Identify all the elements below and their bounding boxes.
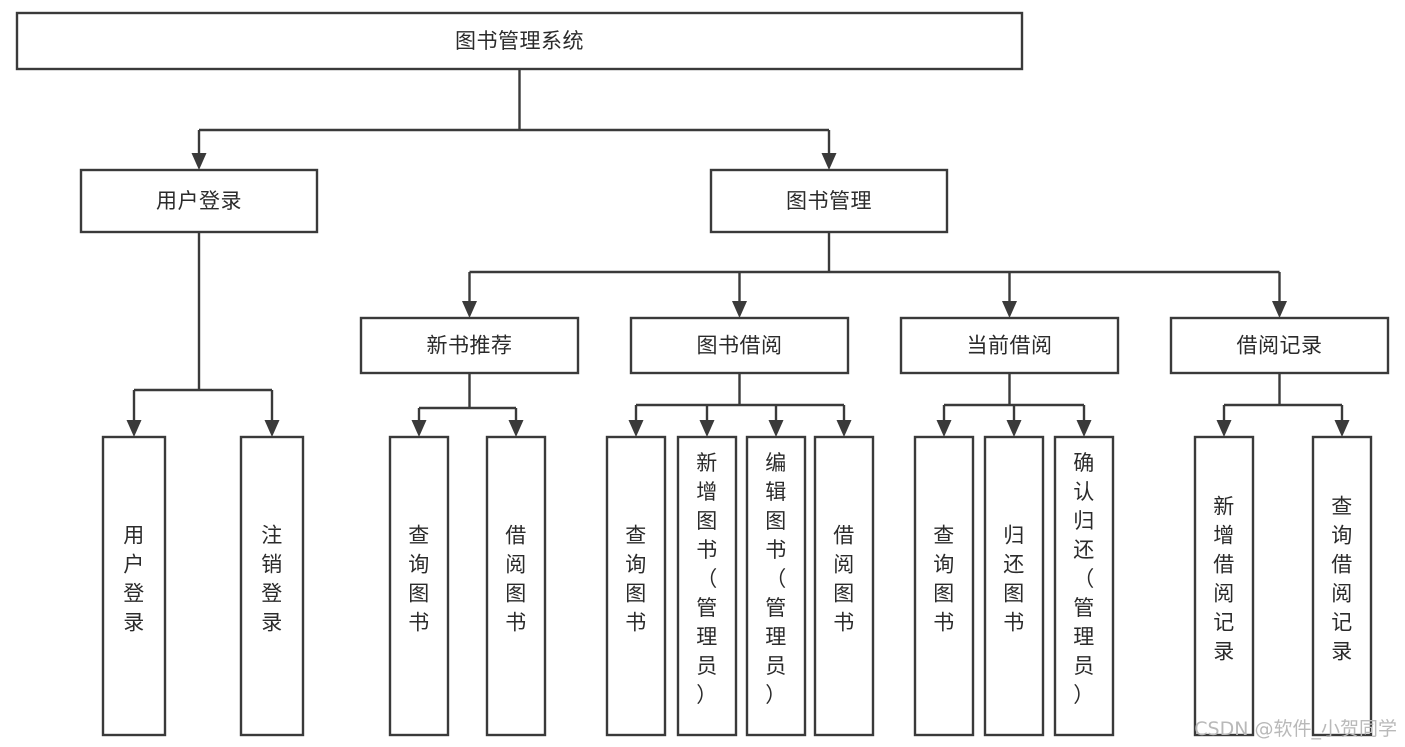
node-label-current-borrow: 当前借阅	[967, 334, 1053, 358]
node-label-borrow-query-book: 查询图书	[625, 524, 647, 635]
node-label-root: 图书管理系统	[455, 29, 584, 53]
connector-userlogin-to-leaves	[126, 232, 280, 437]
arrow-head-recommend-query-book	[411, 420, 427, 437]
arrow-head-borrow-records	[1272, 301, 1287, 318]
node-label-user-login: 用户登录	[156, 189, 242, 213]
node-records-add[interactable]: 新增借阅记录	[1193, 435, 1255, 737]
node-label-current-query-book: 查询图书	[933, 524, 955, 635]
node-box-current-return-book	[983, 435, 1045, 737]
arrow-head-borrow-query-book	[628, 420, 644, 437]
node-box-records-add	[1193, 435, 1255, 737]
arrow-head-current-borrow	[1002, 301, 1017, 318]
node-current-query-book[interactable]: 查询图书	[913, 435, 975, 737]
node-box-book-management	[709, 168, 949, 234]
arrow-head-book-management	[821, 153, 837, 170]
arrow-head-current-query-book	[936, 420, 952, 437]
connectors-layer	[126, 69, 1350, 437]
arrow-head-user-login-do	[126, 420, 142, 437]
node-book-management[interactable]: 图书管理	[709, 168, 949, 234]
arrow-head-recommend-borrow-book	[508, 420, 524, 437]
arrow-head-current-return-book	[1006, 420, 1022, 437]
node-label-current-return-book: 归还图书	[1003, 524, 1025, 635]
arrow-head-records-add	[1216, 420, 1232, 437]
node-label-current-confirm-return: 确认归还（管理员）	[1073, 451, 1095, 707]
arrow-head-new-book-recommend	[462, 301, 477, 318]
arrow-head-current-confirm-return	[1076, 420, 1092, 437]
node-box-recommend-borrow-book	[485, 435, 547, 737]
nodes-layer: 图书管理系统用户登录用户登录注销登录图书管理新书推荐查询图书借阅图书图书借阅查询…	[15, 11, 1390, 737]
node-label-recommend-borrow-book: 借阅图书	[505, 524, 527, 635]
arrow-head-records-query	[1334, 420, 1350, 437]
node-label-user-login-do: 用户登录	[123, 524, 145, 635]
node-label-borrow-edit-book: 编辑图书（管理员）	[765, 451, 787, 707]
arrow-head-user-login	[191, 153, 207, 170]
node-label-user-logout: 注销登录	[261, 524, 283, 635]
arrow-head-borrow-borrow-book	[836, 420, 852, 437]
node-box-borrow-query-book	[605, 435, 667, 737]
node-label-records-add: 新增借阅记录	[1213, 495, 1235, 664]
connector-root-to-level2	[191, 69, 837, 170]
node-borrow-borrow-book[interactable]: 借阅图书	[813, 435, 875, 737]
node-box-records-query	[1311, 435, 1373, 737]
node-box-current-query-book	[913, 435, 975, 737]
node-label-borrow-borrow-book: 借阅图书	[833, 524, 855, 635]
node-box-book-borrow	[629, 316, 850, 375]
node-records-query[interactable]: 查询借阅记录	[1311, 435, 1373, 737]
node-label-book-management: 图书管理	[786, 189, 872, 213]
node-box-user-login	[79, 168, 319, 234]
node-borrow-add-book[interactable]: 新增图书（管理员）	[676, 435, 738, 737]
node-current-confirm-return[interactable]: 确认归还（管理员）	[1053, 435, 1115, 737]
node-new-book-recommend[interactable]: 新书推荐	[359, 316, 580, 375]
node-box-current-confirm-return	[1053, 435, 1115, 737]
node-borrow-edit-book[interactable]: 编辑图书（管理员）	[745, 435, 807, 737]
node-box-root	[15, 11, 1024, 71]
node-root[interactable]: 图书管理系统	[15, 11, 1024, 71]
node-box-borrow-edit-book	[745, 435, 807, 737]
node-label-book-borrow: 图书借阅	[697, 334, 783, 358]
connector-records-to-leaves	[1216, 373, 1350, 437]
connector-bookmgmt-to-level3	[462, 232, 1287, 318]
arrow-head-book-borrow	[732, 301, 747, 318]
node-box-borrow-add-book	[676, 435, 738, 737]
node-label-records-query: 查询借阅记录	[1331, 495, 1353, 664]
node-box-current-borrow	[899, 316, 1120, 375]
node-user-logout[interactable]: 注销登录	[239, 435, 305, 737]
node-box-borrow-records	[1169, 316, 1390, 375]
node-label-borrow-add-book: 新增图书（管理员）	[696, 451, 718, 707]
node-box-recommend-query-book	[388, 435, 450, 737]
node-current-borrow[interactable]: 当前借阅	[899, 316, 1120, 375]
arrow-head-borrow-edit-book	[768, 420, 784, 437]
node-box-user-login-do	[101, 435, 167, 737]
node-current-return-book[interactable]: 归还图书	[983, 435, 1045, 737]
node-recommend-borrow-book[interactable]: 借阅图书	[485, 435, 547, 737]
node-box-user-logout	[239, 435, 305, 737]
arrow-head-borrow-add-book	[699, 420, 715, 437]
node-user-login-do[interactable]: 用户登录	[101, 435, 167, 737]
connector-bookborrow-to-leaves	[628, 373, 852, 437]
node-borrow-records[interactable]: 借阅记录	[1169, 316, 1390, 375]
node-box-new-book-recommend	[359, 316, 580, 375]
connector-currentborrow-to-leaves	[936, 373, 1092, 437]
node-borrow-query-book[interactable]: 查询图书	[605, 435, 667, 737]
node-label-new-book-recommend: 新书推荐	[427, 334, 513, 358]
arrow-head-user-logout	[264, 420, 280, 437]
node-label-recommend-query-book: 查询图书	[408, 524, 430, 635]
connector-recommend-to-leaves	[411, 373, 524, 437]
node-user-login[interactable]: 用户登录	[79, 168, 319, 234]
node-box-borrow-borrow-book	[813, 435, 875, 737]
node-recommend-query-book[interactable]: 查询图书	[388, 435, 450, 737]
node-label-borrow-records: 借阅记录	[1237, 334, 1323, 358]
node-book-borrow[interactable]: 图书借阅	[629, 316, 850, 375]
